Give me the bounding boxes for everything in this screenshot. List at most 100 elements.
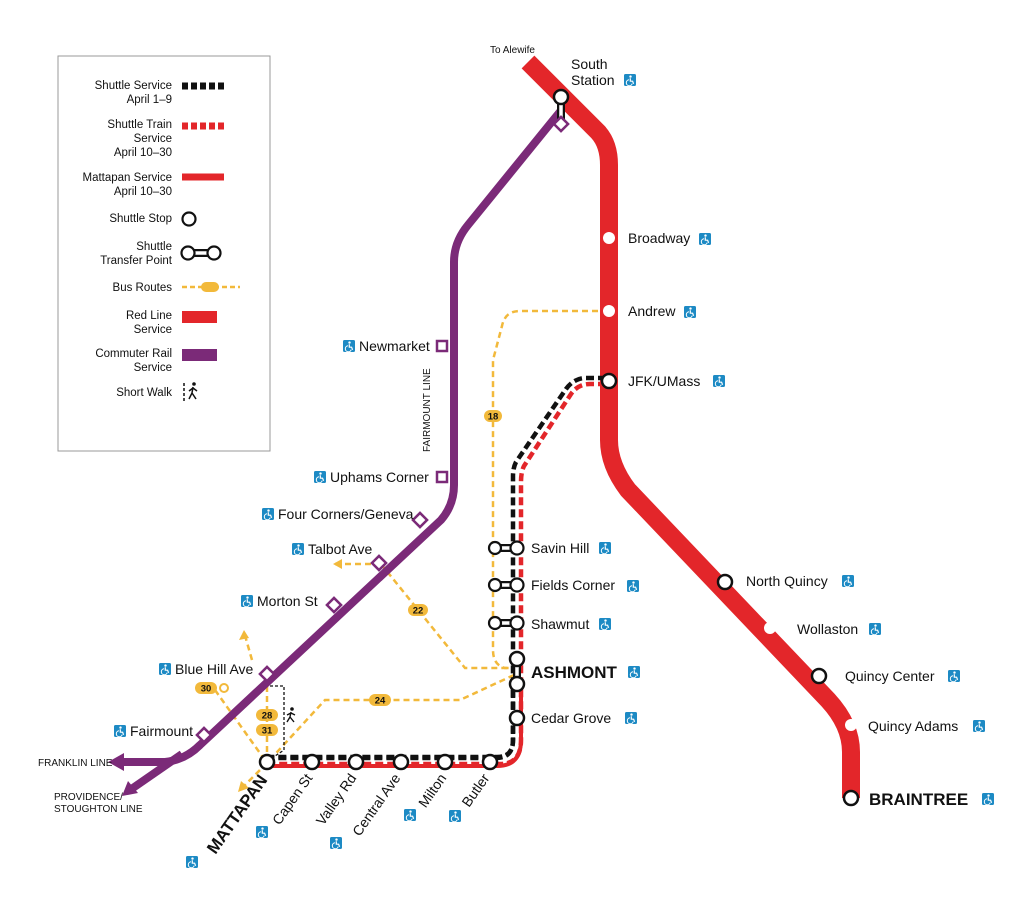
- savin-hill-label: Savin Hill: [531, 540, 589, 556]
- capen-st-stop: [303, 753, 321, 771]
- legend-transfer-icon: [180, 245, 222, 261]
- legend-bus-routes: Bus Routes: [113, 282, 173, 294]
- blue-hill-ave-stop: [258, 665, 276, 683]
- legend-shuttle-stop: Shuttle Stop: [109, 213, 172, 225]
- four-corners-label: Four Corners/Geneva: [278, 506, 414, 522]
- red-line-main: [521, 55, 860, 798]
- accessible-icon: [598, 541, 612, 555]
- quincy-center-stop: [810, 667, 828, 685]
- accessible-icon: [261, 507, 275, 521]
- accessible-icon: [403, 808, 417, 822]
- legend-shuttle-service: Shuttle Service: [95, 80, 172, 92]
- legend-commuter-swatch: [182, 349, 217, 361]
- andrew-label: Andrew: [628, 303, 676, 319]
- uphams-corner-stop: [435, 470, 449, 484]
- legend-shuttle-service-dates: April 1–9: [127, 94, 172, 106]
- milton-stop: [436, 753, 454, 771]
- accessible-icon: [113, 724, 127, 738]
- south-station-transfer: [552, 88, 570, 133]
- bus-badge-22: 22: [413, 606, 424, 617]
- accessible-icon: [342, 339, 356, 353]
- fairmount-stop: [195, 726, 213, 744]
- bus-route-30-terminal: [219, 683, 229, 693]
- legend-shuttle-stop-icon: [181, 211, 197, 227]
- commuter-stops: [195, 339, 449, 744]
- andrew-stop: [603, 305, 615, 317]
- legend-commuter-2: Service: [134, 362, 172, 374]
- legend-red-line-2: Service: [134, 324, 172, 336]
- capen-st-label: Capen St: [269, 770, 316, 827]
- bus-route-18-path: [491, 309, 608, 670]
- wollaston-label: Wollaston: [797, 621, 858, 637]
- mattapan-red-line: [268, 690, 523, 768]
- mattapan-label-group: MATTAPAN: [203, 771, 271, 857]
- franklin-line-label: FRANKLIN LINE: [38, 758, 113, 769]
- quincy-adams-stop: [845, 719, 857, 731]
- providence-arrow: [122, 781, 138, 796]
- accessible-icon: [240, 594, 254, 608]
- jfk-label: JFK/UMass: [628, 373, 700, 389]
- accessible-icon: [947, 669, 961, 683]
- accessible-icon: [448, 809, 462, 823]
- quincy-adams-label: Quincy Adams: [868, 718, 958, 734]
- wollaston-stop: [764, 622, 776, 634]
- bus-arrow-west: [333, 559, 342, 569]
- shawmut-label: Shawmut: [531, 616, 589, 632]
- accessible-icon: [158, 662, 172, 676]
- ashmont-transfer: [508, 650, 526, 693]
- bus-arrow-south: [238, 781, 249, 792]
- accessible-icon: [868, 622, 882, 636]
- capen-st-label-group: Capen St: [269, 770, 316, 827]
- legend: Shuttle Service April 1–9 Shuttle Train …: [57, 55, 271, 452]
- fairmount-label: Fairmount: [130, 723, 193, 739]
- legend-walk-icon: [183, 382, 198, 403]
- milton-label-group: Milton: [415, 771, 450, 811]
- bus-route-24-path: [266, 673, 515, 764]
- fields-corner-transfer: [487, 577, 525, 593]
- legend-transfer-2: Transfer Point: [100, 255, 173, 267]
- commuter-rail-line: [118, 105, 567, 794]
- braintree-label: BRAINTREE: [869, 790, 968, 809]
- butler-stop: [481, 753, 499, 771]
- legend-short-walk: Short Walk: [116, 387, 172, 399]
- bus-badge-28: 28: [262, 711, 273, 722]
- franklin-arrow: [108, 753, 124, 771]
- blue-hill-ave-label: Blue Hill Ave: [175, 661, 254, 677]
- providence-label-2: STOUGHTON LINE: [54, 804, 143, 815]
- walk-icon: [286, 707, 296, 723]
- talbot-ave-stop: [370, 554, 388, 572]
- accessible-icon: [712, 374, 726, 388]
- legend-shuttle-train-dates: April 10–30: [114, 147, 172, 159]
- uphams-corner-label: Uphams Corner: [330, 469, 429, 485]
- bus-badge-30: 30: [201, 684, 212, 695]
- broadway-stop: [603, 232, 615, 244]
- legend-red-line-1: Red Line: [126, 310, 172, 322]
- four-corners-stop: [411, 511, 429, 529]
- braintree-stop: [842, 789, 860, 807]
- bus-badges: 18 22 24 30 28 31: [195, 410, 502, 737]
- accessible-icon: [841, 574, 855, 588]
- north-quincy-stop: [716, 573, 734, 591]
- accessible-icon: [623, 73, 637, 87]
- mattapan-label: MATTAPAN: [203, 771, 271, 857]
- legend-red-line-swatch: [182, 311, 217, 323]
- legend-shuttle-train-2: Service: [134, 133, 172, 145]
- milton-label: Milton: [415, 771, 450, 811]
- valley-rd-label: Valley Rd: [313, 771, 360, 828]
- north-quincy-label: North Quincy: [746, 573, 828, 589]
- accessible-icon: [313, 470, 327, 484]
- legend-mattapan: Mattapan Service: [83, 172, 173, 184]
- accessible-icon: [255, 825, 269, 839]
- legend-transfer-1: Shuttle: [136, 241, 172, 253]
- to-alewife-label: To Alewife: [490, 45, 535, 56]
- legend-mattapan-dates: April 10–30: [114, 186, 172, 198]
- bus-route-22-path: [380, 563, 514, 670]
- bus-arrow-north: [239, 630, 249, 640]
- south-station-label-1: South: [571, 56, 608, 72]
- accessible-icon: [291, 542, 305, 556]
- accessible-icon: [598, 617, 612, 631]
- south-station-label-2: Station: [571, 72, 615, 88]
- talbot-ave-label: Talbot Ave: [308, 541, 373, 557]
- cedar-grove-stop: [508, 709, 526, 727]
